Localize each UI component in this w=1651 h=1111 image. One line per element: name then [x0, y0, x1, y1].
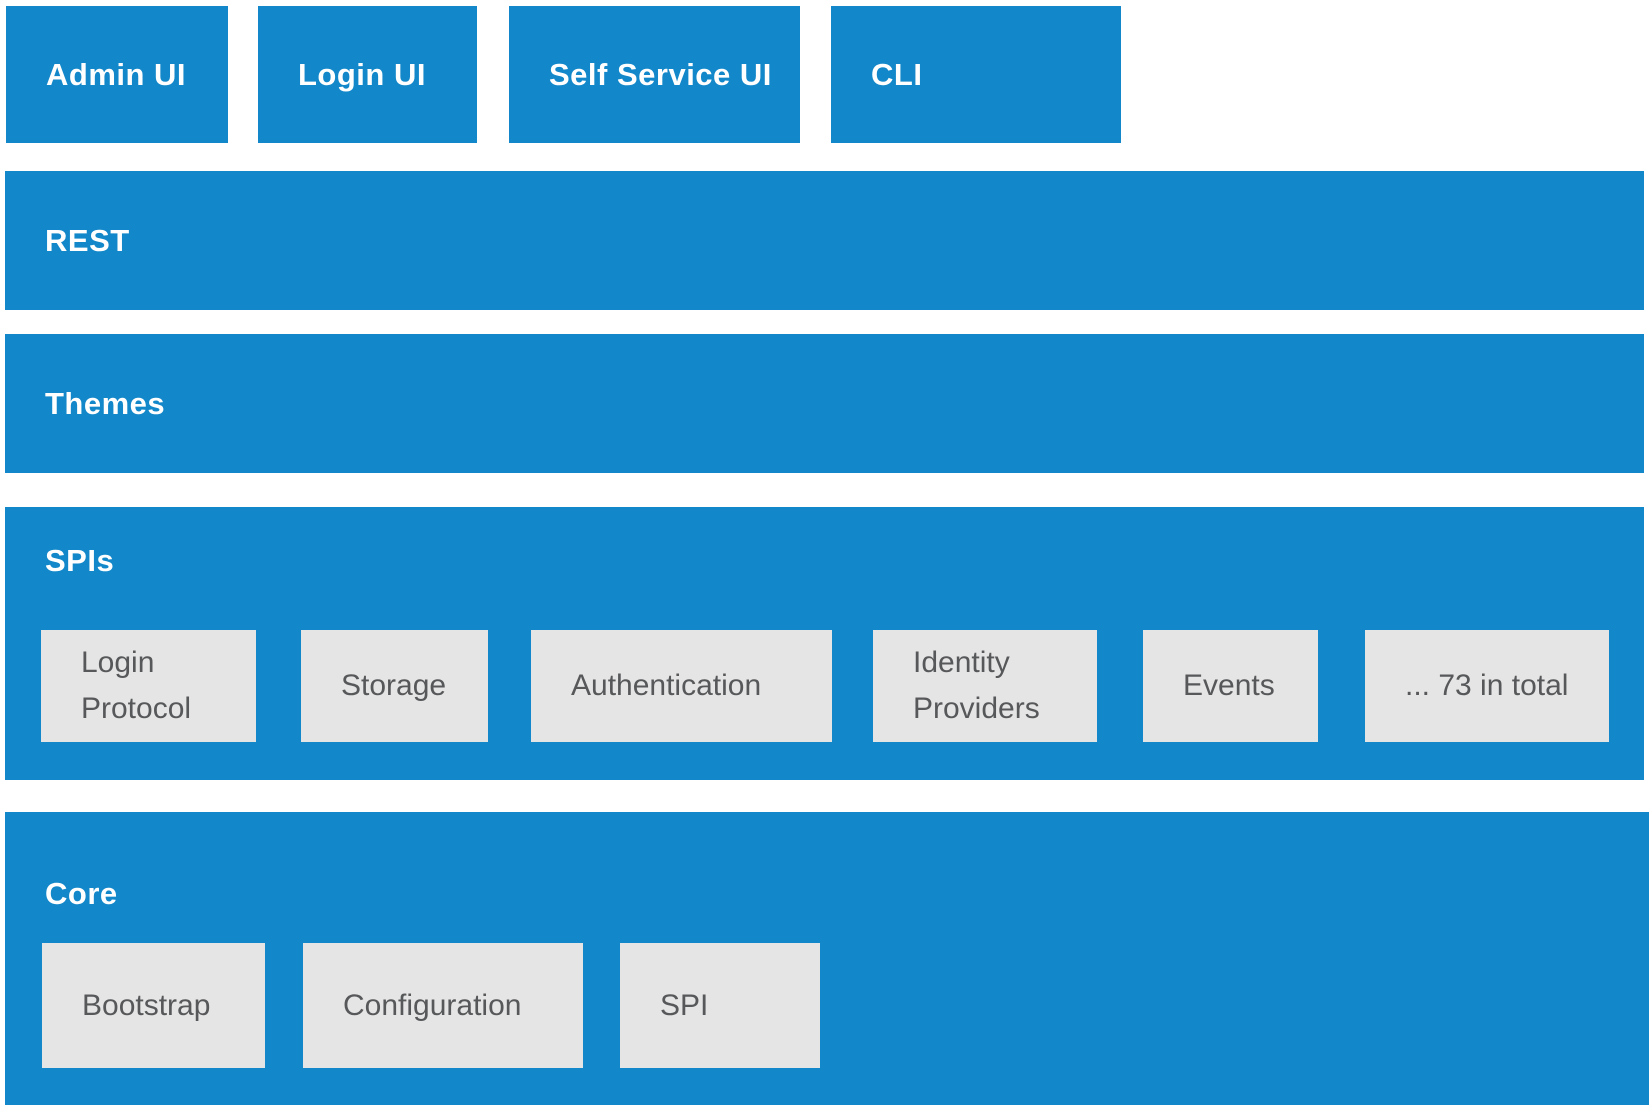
- self-service-ui-label: Self Service UI: [549, 56, 772, 92]
- core-box-configuration-label: Configuration: [343, 988, 522, 1022]
- spi-box-identity-providers-label: Identity Providers: [913, 646, 1040, 725]
- spi-box-authentication: Authentication: [531, 630, 832, 742]
- themes-layer: Themes: [5, 334, 1644, 473]
- spis-layer: SPIs Login Protocol Storage Authenticati…: [5, 507, 1644, 780]
- rest-layer: REST: [5, 171, 1644, 310]
- core-box-spi-label: SPI: [660, 988, 709, 1022]
- core-box-configuration: Configuration: [303, 943, 583, 1068]
- spi-box-total-count: ... 73 in total: [1365, 630, 1609, 742]
- core-box-bootstrap: Bootstrap: [42, 943, 265, 1068]
- themes-layer-label: Themes: [45, 386, 166, 421]
- self-service-ui-box: Self Service UI: [509, 6, 800, 143]
- spi-box-events-label: Events: [1183, 669, 1275, 702]
- core-layer: Core Bootstrap Configuration SPI: [5, 812, 1649, 1105]
- admin-ui-label: Admin UI: [46, 56, 187, 92]
- admin-ui-box: Admin UI: [6, 6, 228, 143]
- rest-layer-label: REST: [45, 223, 130, 258]
- login-ui-box: Login UI: [258, 6, 477, 143]
- cli-label: CLI: [871, 56, 923, 92]
- spi-box-authentication-label: Authentication: [571, 669, 762, 702]
- spis-layer-label: SPIs: [45, 543, 115, 578]
- login-ui-label: Login UI: [298, 56, 426, 92]
- core-box-spi: SPI: [620, 943, 820, 1068]
- spi-box-login-protocol: Login Protocol: [41, 630, 256, 742]
- core-box-bootstrap-label: Bootstrap: [82, 988, 211, 1022]
- spi-box-login-protocol-label: Login Protocol: [81, 646, 192, 725]
- spi-box-identity-providers: Identity Providers: [873, 630, 1097, 742]
- spi-box-storage-label: Storage: [341, 669, 447, 702]
- core-layer-label: Core: [45, 876, 118, 911]
- spi-box-total-count-label: ... 73 in total: [1405, 669, 1569, 702]
- spi-box-storage: Storage: [301, 630, 488, 742]
- cli-box: CLI: [831, 6, 1121, 143]
- spi-box-events: Events: [1143, 630, 1318, 742]
